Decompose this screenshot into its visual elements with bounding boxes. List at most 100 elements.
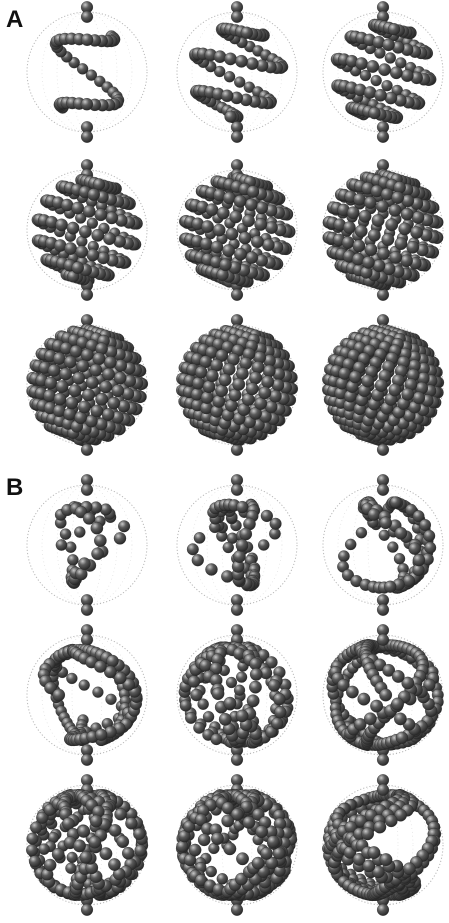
bead xyxy=(81,904,93,916)
bead xyxy=(384,581,396,593)
bead xyxy=(259,387,271,399)
bead xyxy=(262,239,274,251)
bead xyxy=(223,542,234,553)
bead xyxy=(268,679,280,691)
bead xyxy=(234,195,246,207)
globule-disordered-8 xyxy=(167,775,307,915)
bead xyxy=(91,522,103,534)
globule-ordered-9 xyxy=(313,315,449,455)
bead xyxy=(400,255,412,267)
bead xyxy=(83,205,95,217)
bead xyxy=(377,904,389,916)
bead xyxy=(104,356,116,368)
bead xyxy=(213,395,225,407)
bead xyxy=(251,236,263,248)
bead xyxy=(64,356,76,368)
bead xyxy=(77,825,90,838)
bead xyxy=(241,27,253,39)
bead xyxy=(95,729,107,741)
bead xyxy=(362,375,374,387)
bead xyxy=(59,368,71,380)
bead xyxy=(255,825,267,837)
bead xyxy=(222,244,234,256)
bead xyxy=(76,246,88,258)
bead xyxy=(221,90,233,102)
bead xyxy=(107,655,119,667)
bead xyxy=(254,218,266,230)
globule-disordered-6 xyxy=(313,625,449,765)
bead xyxy=(374,48,385,59)
bead xyxy=(413,554,425,566)
bead xyxy=(76,360,88,372)
bead xyxy=(74,527,85,538)
bead xyxy=(387,542,398,553)
bead xyxy=(338,367,350,379)
bead xyxy=(396,732,408,744)
bead xyxy=(81,349,93,361)
bead xyxy=(381,188,393,200)
bead xyxy=(206,370,218,382)
bead xyxy=(64,242,76,254)
bead xyxy=(377,634,389,646)
bead xyxy=(382,39,394,51)
bead xyxy=(364,713,376,725)
bead xyxy=(79,680,90,691)
bead xyxy=(80,851,93,864)
bead xyxy=(180,700,192,712)
bead xyxy=(261,510,273,522)
bead xyxy=(388,23,400,35)
bead xyxy=(201,391,213,403)
bead xyxy=(231,484,243,496)
bead xyxy=(224,71,235,82)
bead xyxy=(78,558,90,570)
bead xyxy=(233,550,245,562)
bead xyxy=(92,229,104,241)
bead xyxy=(231,904,243,916)
bead xyxy=(267,836,279,848)
bead xyxy=(223,192,235,204)
bead xyxy=(269,390,281,402)
bead xyxy=(125,817,137,829)
bead xyxy=(234,77,245,88)
bead xyxy=(224,53,236,65)
bead xyxy=(103,233,115,245)
bead xyxy=(403,863,415,875)
bead xyxy=(108,397,120,409)
bead xyxy=(27,833,39,845)
bead xyxy=(377,784,389,796)
bead xyxy=(355,225,367,237)
bead xyxy=(100,504,112,516)
bead xyxy=(252,857,264,869)
bead xyxy=(194,532,205,543)
bead xyxy=(214,51,226,63)
bead xyxy=(44,859,56,871)
bead xyxy=(401,208,413,220)
bead xyxy=(359,210,371,222)
bead xyxy=(389,204,401,216)
bead xyxy=(106,694,117,705)
bead xyxy=(372,214,385,227)
bead xyxy=(269,528,280,539)
bead xyxy=(115,808,127,820)
globule-disordered-2 xyxy=(167,475,307,615)
bead xyxy=(273,693,285,705)
bead xyxy=(364,196,376,208)
bead xyxy=(72,372,85,385)
bead xyxy=(271,718,283,730)
bead xyxy=(73,840,86,853)
bead xyxy=(407,241,419,253)
bead xyxy=(88,188,100,200)
bead xyxy=(219,374,232,387)
bead xyxy=(67,852,78,863)
bead xyxy=(102,368,114,380)
bead xyxy=(66,673,77,684)
bead xyxy=(232,378,245,391)
bead xyxy=(353,193,365,205)
bead xyxy=(236,672,247,683)
bead xyxy=(249,372,261,384)
bead xyxy=(385,53,396,64)
bead xyxy=(377,604,389,616)
bead xyxy=(342,236,354,248)
bead xyxy=(385,218,398,231)
bead xyxy=(361,828,373,840)
